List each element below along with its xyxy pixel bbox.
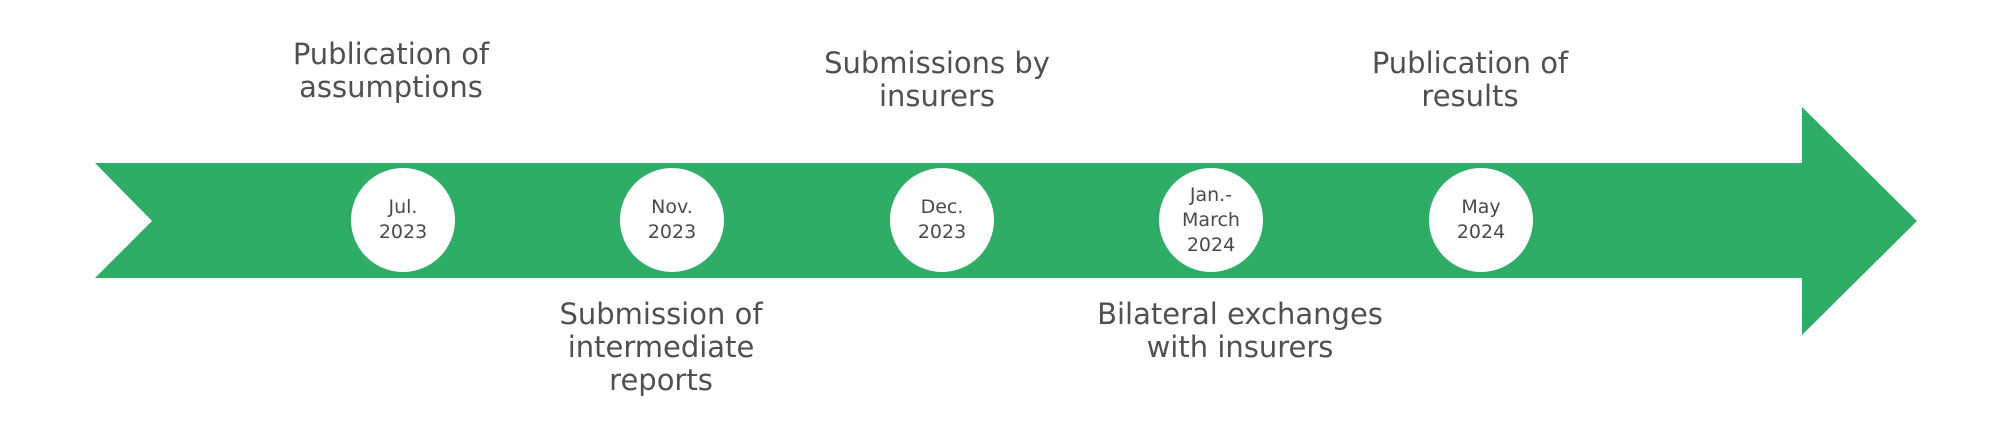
event-label-publication-of-results: Publication of results bbox=[1371, 46, 1569, 113]
timeline-arrow-shape bbox=[95, 107, 1917, 335]
event-label-submissions-by-insurers: Submissions by insurers bbox=[824, 46, 1050, 113]
milestone-may-2024: May 2024 bbox=[1429, 168, 1533, 272]
milestone-jan-march-2024: Jan.- March 2024 bbox=[1159, 168, 1263, 272]
milestone-jul-2023: Jul. 2023 bbox=[351, 168, 455, 272]
event-label-publication-of-assumptions: Publication of assumptions bbox=[292, 37, 490, 104]
milestone-dec-2023: Dec. 2023 bbox=[890, 168, 994, 272]
milestone-nov-2023: Nov. 2023 bbox=[620, 168, 724, 272]
event-label-bilateral-exchanges-with-insurers: Bilateral exchanges with insurers bbox=[1097, 297, 1383, 364]
event-label-submission-of-intermediate-reports: Submission of intermediate reports bbox=[559, 297, 763, 397]
